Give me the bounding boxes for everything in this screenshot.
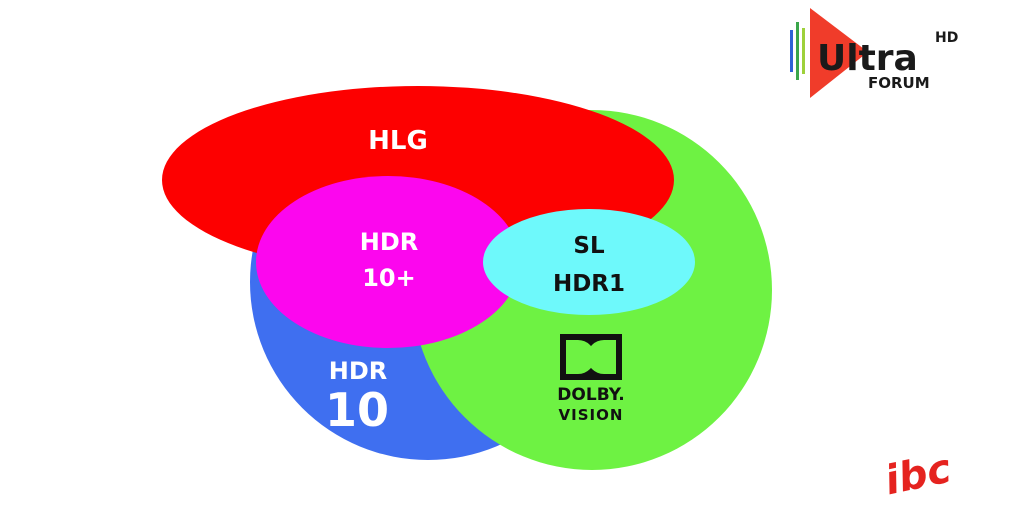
logo-hd: HD <box>935 30 958 46</box>
label-hlg: HLG <box>368 126 428 156</box>
set-hdr10plus <box>256 176 520 348</box>
label-sl-hdr1-line2: HDR1 <box>553 271 625 297</box>
ibc-logo: ibc <box>881 446 955 505</box>
ibc-logo-text: ibc <box>881 446 955 505</box>
play-icon <box>810 8 868 98</box>
label-dolby: DOLBY. <box>557 385 624 405</box>
logo-forum: FORUM <box>868 74 930 92</box>
label-vision: VISION <box>559 406 624 424</box>
label-sl-hdr1-line1: SL <box>573 233 605 259</box>
set-sl-hdr1 <box>483 209 695 315</box>
ultra-hd-forum-logo: Ultra HD FORUM <box>790 8 958 98</box>
logo-ultra-word: Ultra <box>817 38 918 79</box>
label-hdr10plus-line2: 10+ <box>362 264 416 292</box>
dolby-double-d-icon <box>560 334 622 380</box>
label-hdr10plus-line1: HDR <box>360 228 419 256</box>
label-hdr10-line2: 10 <box>325 383 389 437</box>
label-hdr10-line1: HDR <box>329 357 388 385</box>
